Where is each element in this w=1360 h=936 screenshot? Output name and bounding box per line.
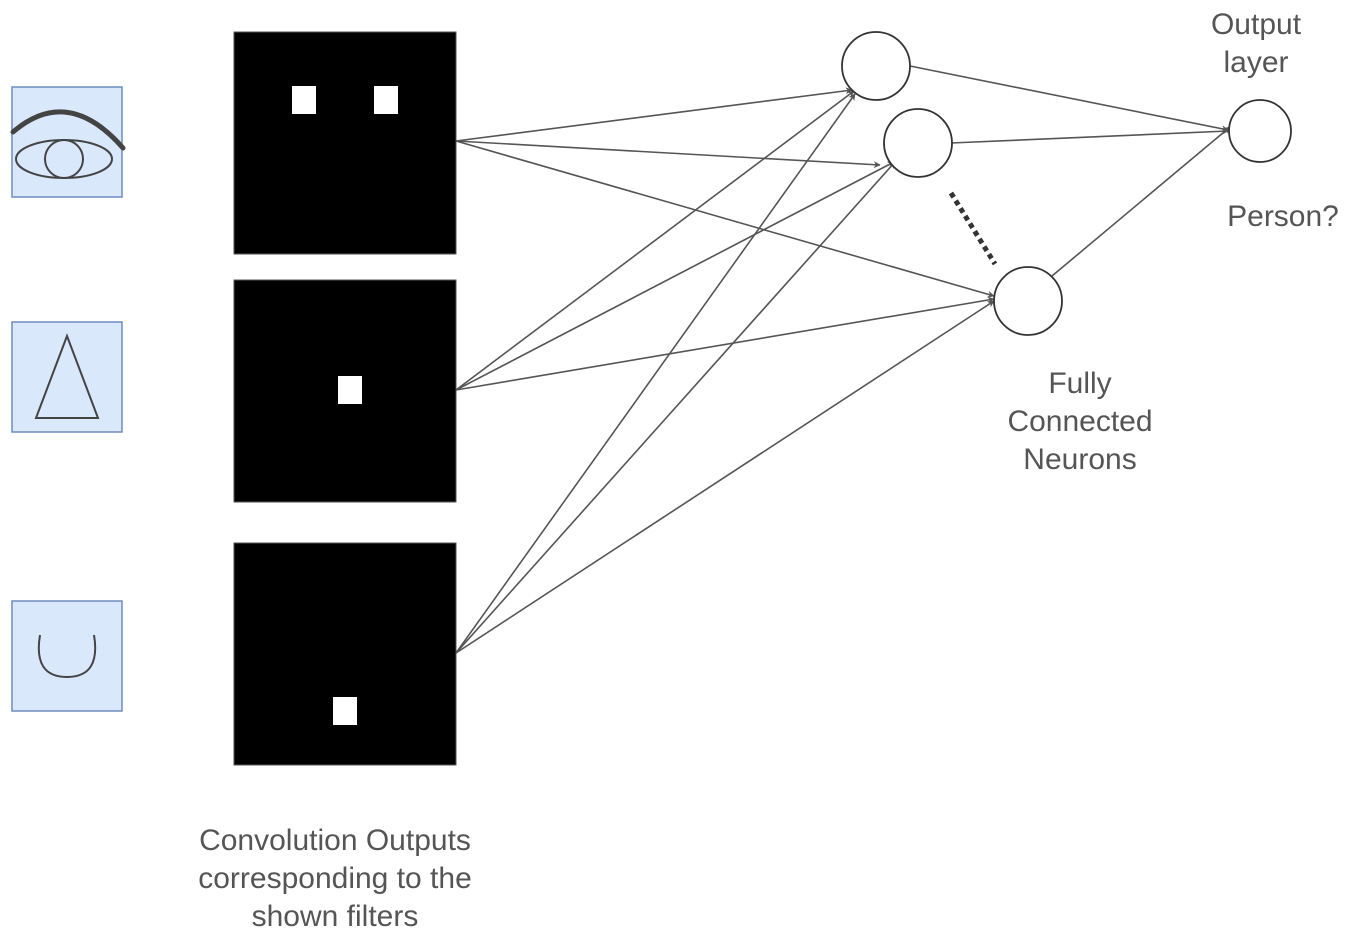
fully-connected-label: Fully Connected Neurons [975,365,1185,479]
output-label-line: layer [1223,46,1289,79]
fc-label-line: Connected [1007,405,1153,438]
filter-eye [10,86,126,198]
connections-conv-to-fc [455,87,995,654]
triangle-filter-icon [34,333,100,419]
output-label-line: Output [1210,8,1302,41]
feature-map-1 [233,31,457,255]
filter-triangle [11,321,123,433]
fc-neuron-3 [993,266,1063,336]
fc-label-line: Fully [1048,367,1112,400]
convolution-outputs-label: Convolution Outputs corresponding to the… [160,822,510,936]
filter-curve [11,600,123,712]
feature-map-3 [233,542,457,766]
activation-pixel [338,376,362,404]
smile-curve-filter-icon [37,634,97,679]
conv-label-line: corresponding to the [198,862,472,895]
activation-pixel [374,86,398,114]
ellipsis-dashes [948,191,998,266]
fc-neuron-2 [883,108,953,178]
activation-pixel [333,697,357,725]
activation-pixel [292,86,316,114]
feature-map-2 [233,279,457,503]
eye-filter-icon [10,109,126,179]
fc-neuron-1 [841,31,911,101]
connections-fc-to-output [909,65,1231,277]
output-question-label: Person? [1227,200,1339,233]
conv-label-line: shown filters [251,900,419,933]
conv-label-line: Convolution Outputs [199,824,471,857]
output-layer-label: Output layer [1186,6,1326,82]
output-neuron [1228,99,1292,163]
fc-label-line: Neurons [1023,443,1137,476]
